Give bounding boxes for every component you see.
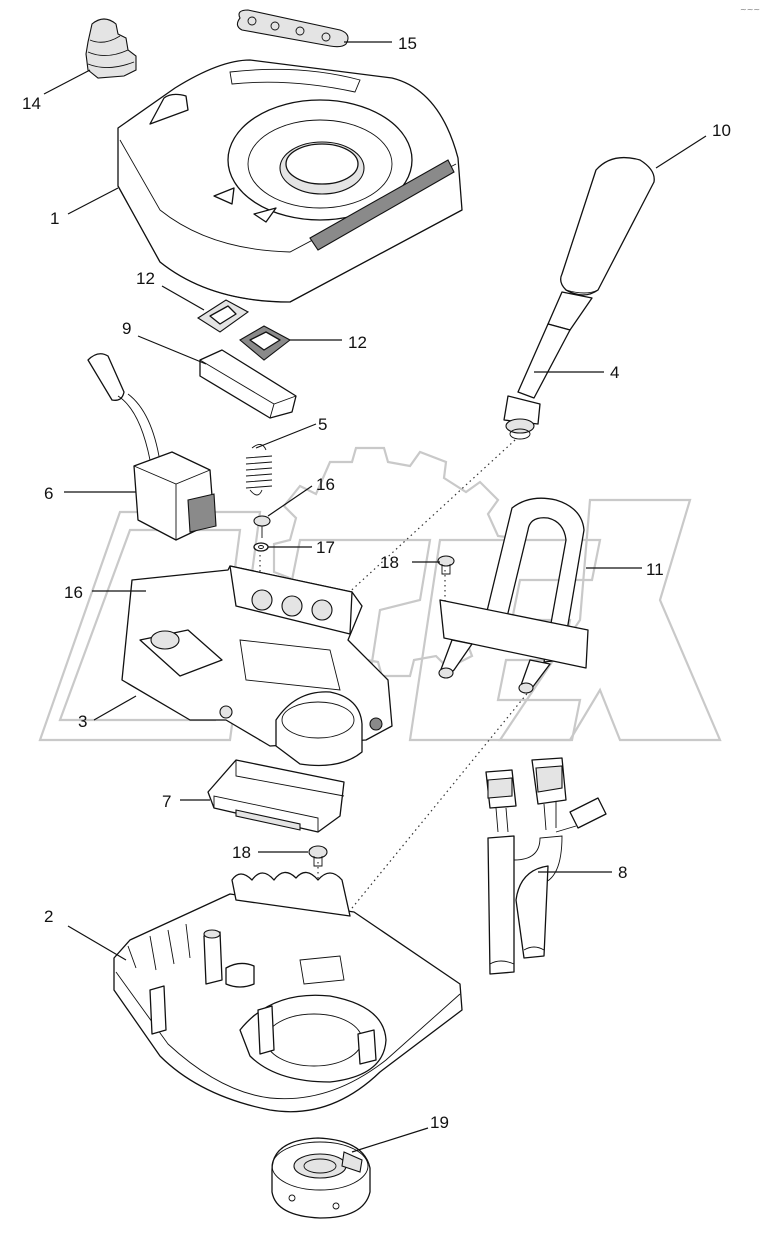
- part-12-button: [239, 325, 292, 361]
- callout-11: 11: [646, 560, 664, 579]
- part-18-screw-lower: [308, 845, 328, 867]
- part-6-switch-unit: [87, 353, 217, 541]
- callout-13: 12: [136, 269, 155, 288]
- callout-19: 19: [430, 1113, 449, 1132]
- part-3-mounting-plate: [121, 565, 393, 767]
- leader-lines: [43, 41, 707, 1153]
- part-9-block: [199, 349, 297, 419]
- part-17-washer: [253, 542, 269, 552]
- part-4-lever-shaft: [503, 291, 593, 440]
- part-16-screw-upper: [253, 515, 271, 538]
- part-18-screw-upper: [437, 555, 455, 575]
- callout-3: 3: [78, 712, 87, 731]
- callout-1: 1: [50, 209, 59, 228]
- part-14-rubber-boot: [85, 18, 137, 79]
- corner-mark: ~~~: [740, 5, 760, 14]
- part-2-base-housing: [113, 871, 463, 1113]
- callout-6: 6: [44, 484, 53, 503]
- part-19-ring: [271, 1137, 371, 1219]
- callout-10: 10: [712, 121, 731, 140]
- callout-9: 9: [122, 319, 131, 338]
- part-15-indicator-strip: [236, 9, 349, 48]
- callout-18-lower: 18: [232, 843, 251, 862]
- callout-8: 8: [618, 863, 627, 882]
- part-5-spring: [245, 444, 273, 496]
- callout-16-lower: 16: [64, 583, 83, 602]
- callout-4: 4: [610, 363, 619, 382]
- part-8-wire-harness: [485, 757, 607, 975]
- callout-labels: 14 15 1 10 12 12 9 4 5 6 16 17 16 18 11 …: [22, 5, 760, 1132]
- part-10-knob: [560, 156, 655, 296]
- callout-18-upper: 18: [380, 553, 399, 572]
- callout-12: 12: [348, 333, 367, 352]
- callout-5: 5: [318, 415, 327, 434]
- part-11-bracket: [438, 497, 589, 694]
- callout-17: 17: [316, 538, 335, 557]
- callout-15: 15: [398, 34, 417, 53]
- callout-2: 2: [44, 907, 53, 926]
- part-1-top-cover: [117, 59, 463, 303]
- part-7-module: [207, 759, 345, 833]
- callout-16-upper: 16: [316, 475, 335, 494]
- callout-14: 14: [22, 94, 41, 113]
- part-13-button: [196, 299, 250, 333]
- callout-7: 7: [162, 792, 171, 811]
